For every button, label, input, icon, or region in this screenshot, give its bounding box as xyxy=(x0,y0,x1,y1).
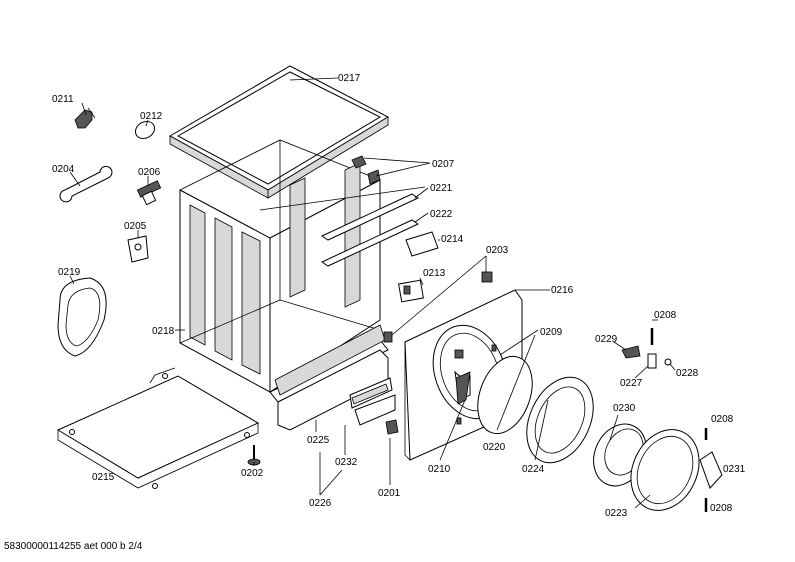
document-footer: 58300000114255 aet 000 b 2/4 xyxy=(4,541,143,552)
label-0203: 0203 xyxy=(486,245,509,256)
label-0209: 0209 xyxy=(540,327,563,338)
label-0220: 0220 xyxy=(483,442,506,453)
control-panel-drawing xyxy=(277,349,396,431)
label-0228: 0228 xyxy=(676,368,699,379)
label-0208-middle: 0208 xyxy=(711,414,734,425)
label-0224: 0224 xyxy=(522,464,545,475)
label-0222: 0222 xyxy=(430,209,453,220)
label-0229: 0229 xyxy=(595,334,618,345)
label-0226: 0226 xyxy=(309,498,332,509)
label-0212: 0212 xyxy=(140,111,163,122)
label-0206: 0206 xyxy=(138,167,161,178)
label-0211: 0211 xyxy=(52,94,74,105)
label-0221: 0221 xyxy=(430,183,453,194)
label-0210: 0210 xyxy=(428,464,451,475)
label-0232: 0232 xyxy=(335,457,358,468)
label-0204: 0204 xyxy=(52,164,75,175)
label-0208-bottom: 0208 xyxy=(710,503,733,514)
label-0227: 0227 xyxy=(620,378,643,389)
label-0201: 0201 xyxy=(378,488,401,499)
label-0230: 0230 xyxy=(613,403,636,414)
label-0215: 0215 xyxy=(92,472,115,483)
label-0216: 0216 xyxy=(551,285,574,296)
label-0218: 0218 xyxy=(152,326,175,337)
label-0217: 0217 xyxy=(338,73,361,84)
label-0213: 0213 xyxy=(423,268,446,279)
label-0208-top: 0208 xyxy=(654,310,677,321)
base-plate-drawing xyxy=(56,367,260,489)
leader-lines xyxy=(69,77,676,509)
label-0231: 0231 xyxy=(723,464,746,475)
label-0225: 0225 xyxy=(307,435,330,446)
label-0223: 0223 xyxy=(605,508,628,519)
cabinet-body-drawing xyxy=(168,65,390,403)
label-0202: 0202 xyxy=(241,468,264,479)
label-0205: 0205 xyxy=(124,221,147,232)
label-0207: 0207 xyxy=(432,159,455,170)
label-0219: 0219 xyxy=(58,267,81,278)
label-0214: 0214 xyxy=(441,234,464,245)
